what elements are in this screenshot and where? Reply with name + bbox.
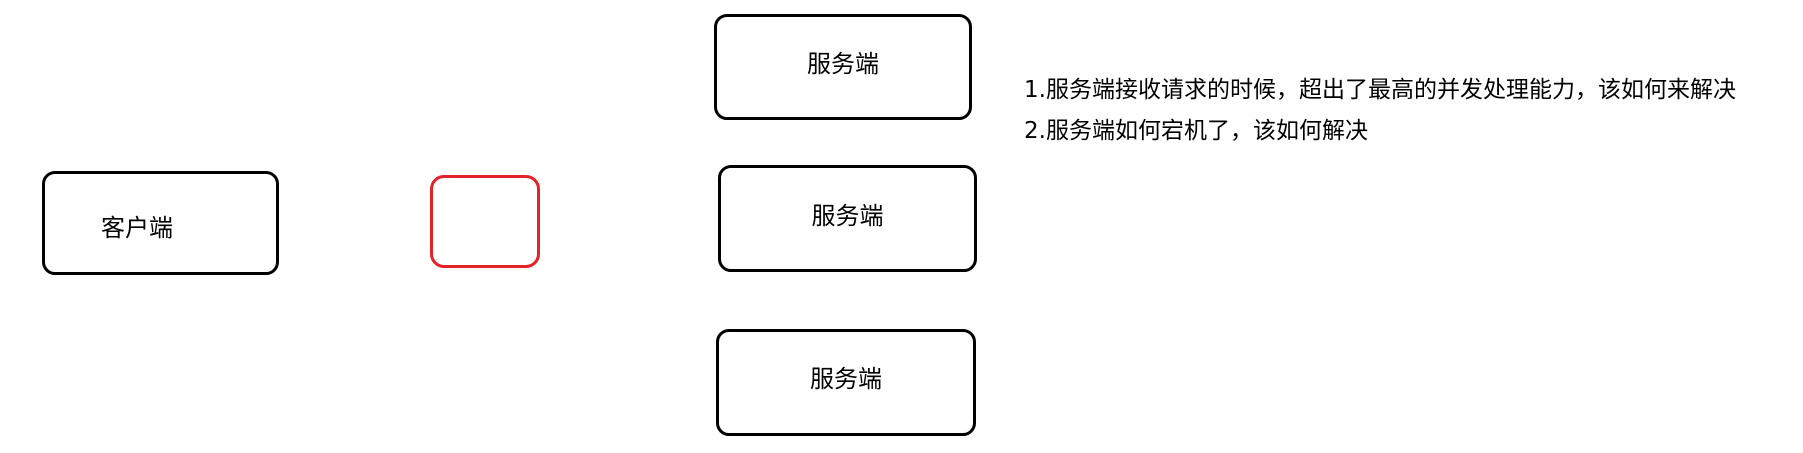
server-label: 服务端 [807,50,879,78]
client-label: 客户端 [101,214,173,242]
server-label: 服务端 [811,202,884,230]
client-box: 客户端 [42,171,279,275]
note-line: 1.服务端接收请求的时候，超出了最高的并发处理能力，该如何来解决 [1024,77,1736,103]
server-box: 服务端 [714,14,972,120]
server-box: 服务端 [716,329,976,436]
empty-red-box [430,175,540,268]
note-line: 2.服务端如何宕机了，该如何解决 [1024,118,1368,144]
server-box: 服务端 [718,165,977,272]
server-label: 服务端 [810,365,882,393]
